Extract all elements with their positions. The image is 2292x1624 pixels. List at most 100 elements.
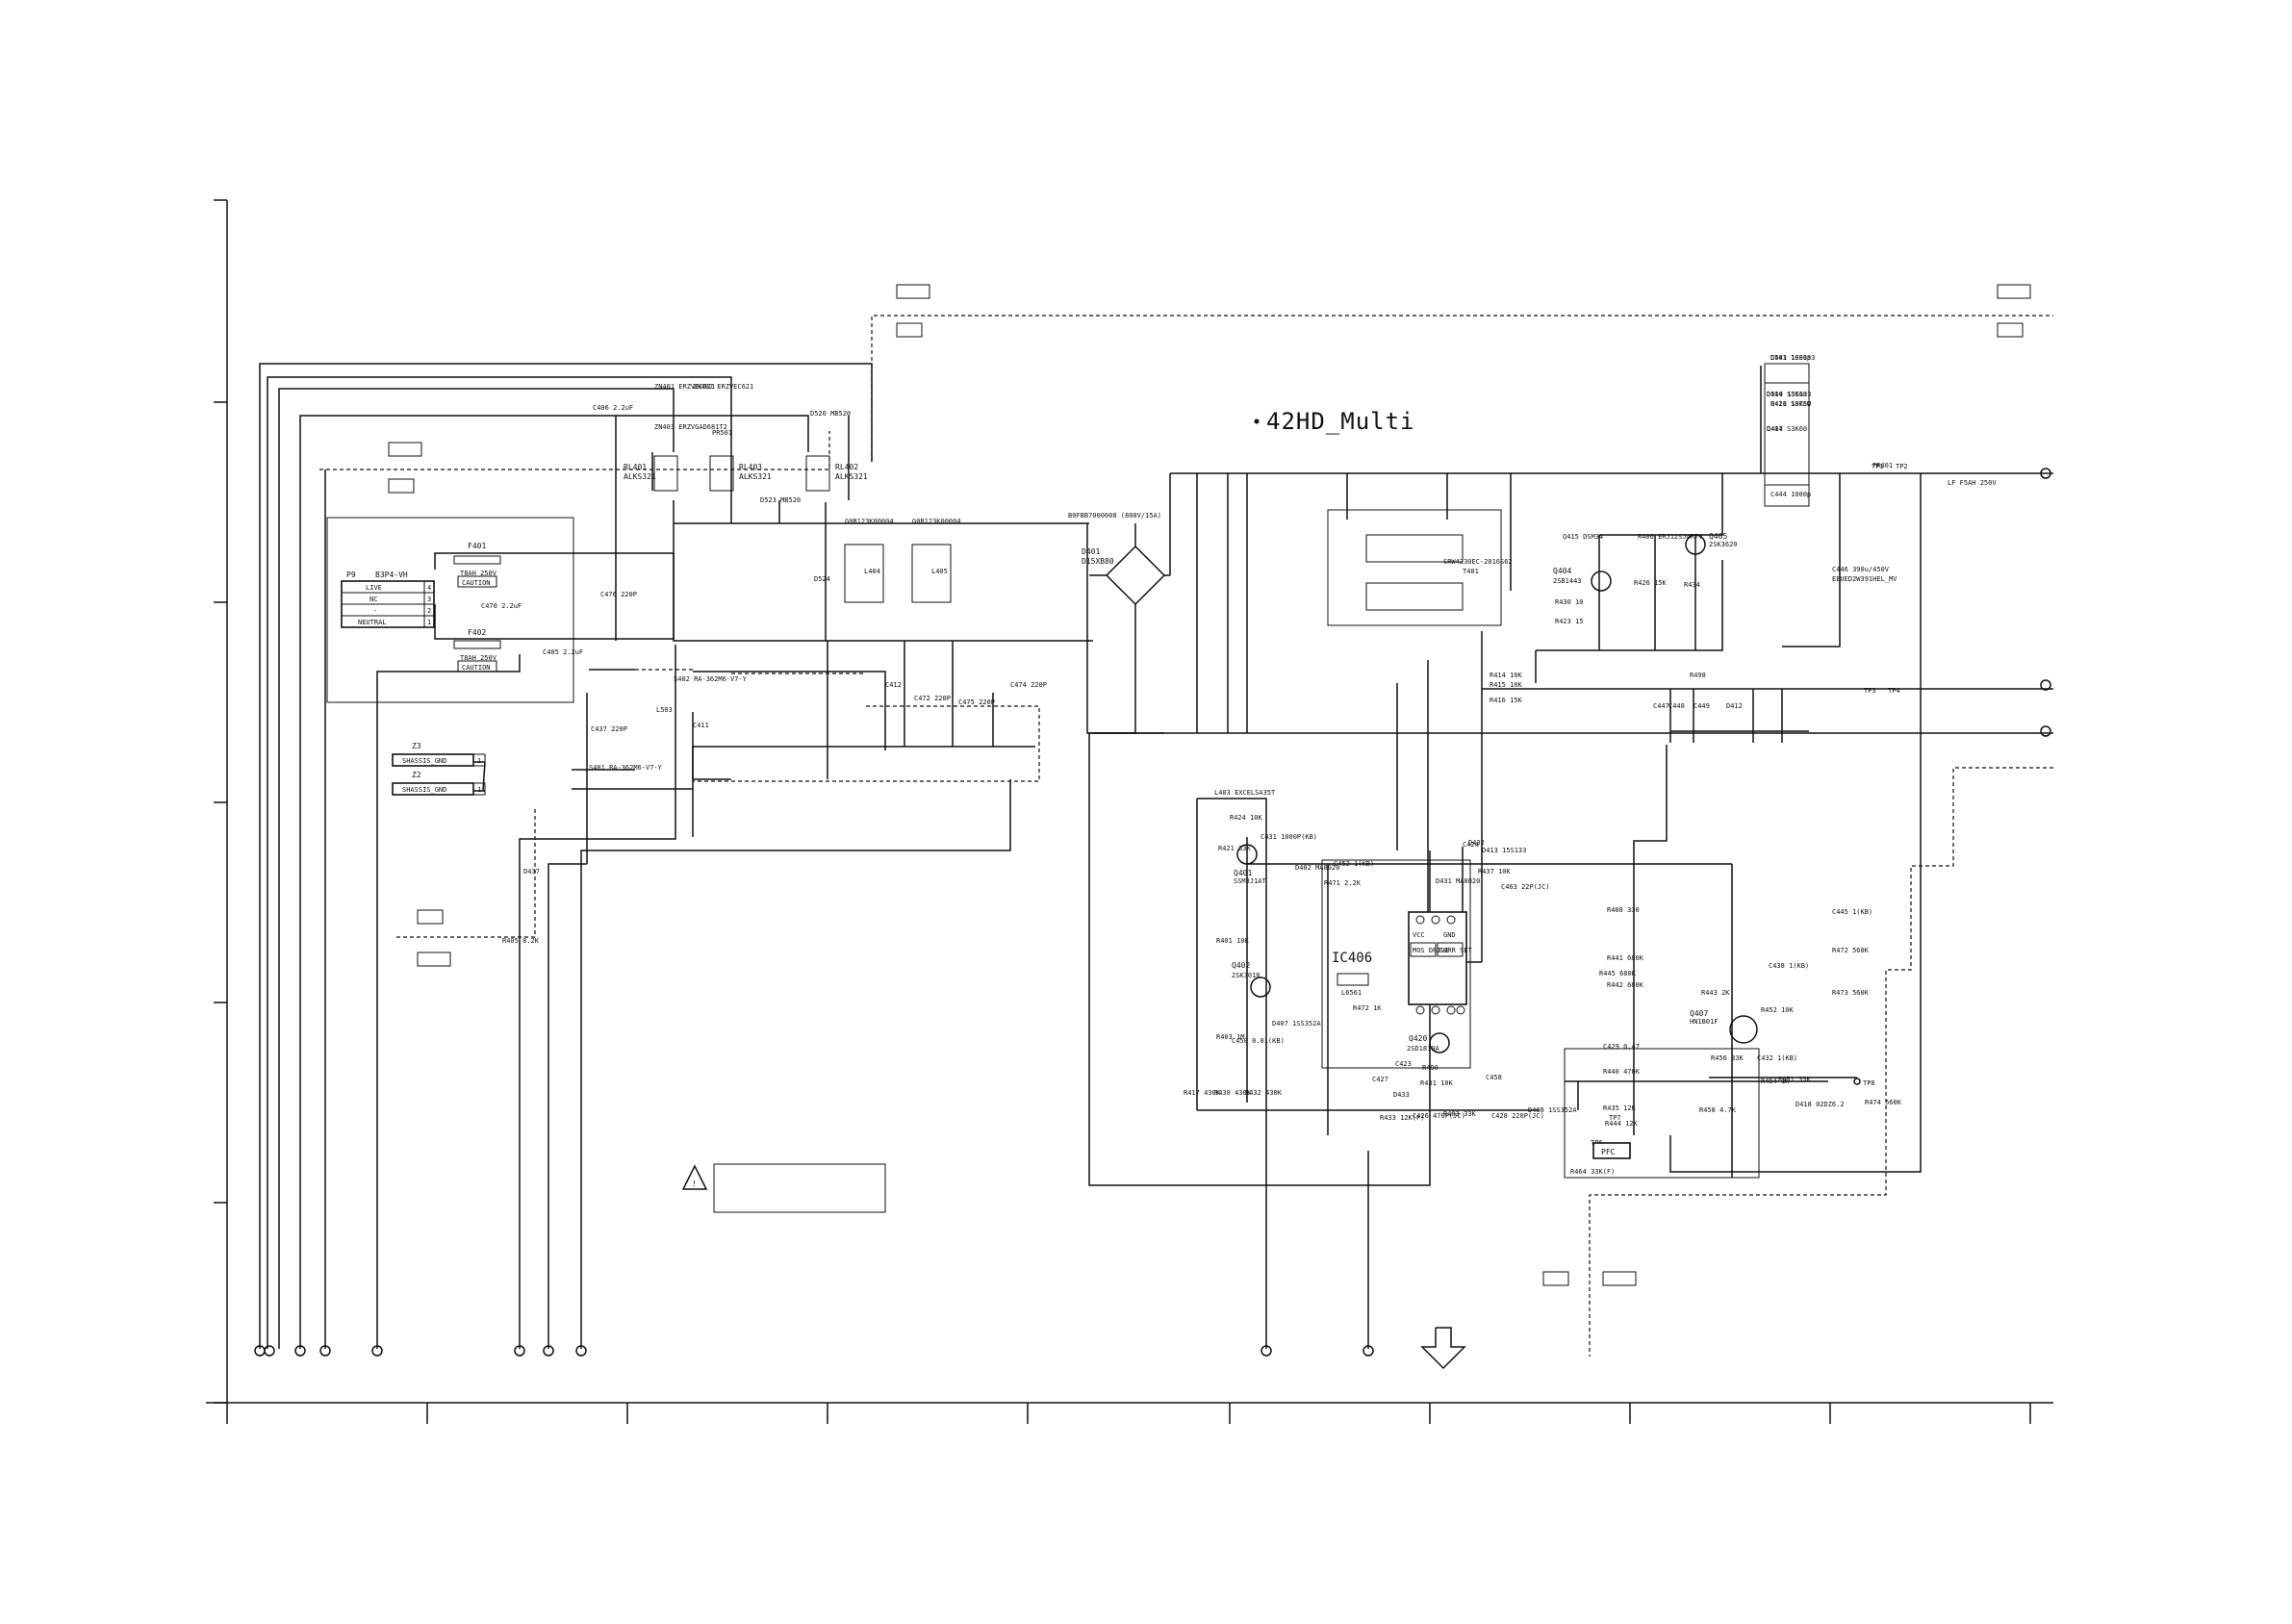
component-label: C431 1000P(KB) <box>1261 833 1317 841</box>
relay-ref: RL401 <box>624 463 647 471</box>
component-label: D437 <box>523 868 540 875</box>
component-label: C428 220P(JC) <box>1491 1112 1544 1120</box>
chassis-pin: 1 <box>477 757 481 765</box>
component-label: C423 <box>1395 1060 1412 1068</box>
component-label: R456 33K <box>1711 1054 1744 1062</box>
transistor-part: SSM3J1AT <box>1234 877 1267 885</box>
left-bus <box>254 363 1374 1357</box>
fuse-rating: T8AH 250V <box>460 654 497 662</box>
sheet-frame <box>206 199 2053 1424</box>
component-label: C412 <box>885 681 902 689</box>
component-label: R442 680K <box>1607 981 1644 989</box>
component-label: R440 470K <box>1603 1068 1641 1076</box>
transistor-ref: Q420 <box>1409 1034 1427 1043</box>
component-label: C450 0.01(KB) <box>1232 1037 1285 1045</box>
chassis-name: SHASSIS_GND <box>402 786 446 794</box>
component-label: C447 <box>1653 702 1669 710</box>
relay-ref: RL402 <box>835 463 858 471</box>
component-label: C463 22P(JC) <box>1501 883 1550 891</box>
chassis-connectors: Z3 SHASSIS_GND 1 Z2 SHASSIS_GND 1 <box>392 742 486 796</box>
component-label: D524 <box>814 575 830 583</box>
test-point: TP4 <box>1888 687 1900 695</box>
component-label: PR501 <box>712 429 732 437</box>
relay-ref: RL403 <box>739 463 762 471</box>
component-label: R433 12K(F) <box>1380 1114 1424 1122</box>
component-label: C404 <box>1767 425 1783 433</box>
component-label: R411 1075W <box>1770 400 1812 408</box>
component-label: C405 2.2uF <box>543 648 583 656</box>
component-label: R441 680K <box>1607 954 1644 962</box>
model-label: 42HD_Multi <box>1266 408 1415 435</box>
warning-note: ! <box>681 1163 886 1213</box>
sheet-ref: LF F5AH 250V <box>1948 479 1997 487</box>
component-label: R406 ERJ12SJ4R7V <box>1638 533 1703 541</box>
transistor-part: 2SK3620 <box>1709 541 1738 548</box>
component-label: C445 1(KB) <box>1832 908 1872 916</box>
line-filters: G0B123K00004 L404 G0B123K00004 L405 <box>844 518 961 603</box>
model-label-group: 42HD_Multi <box>1254 408 1415 435</box>
fuse-rating: T8AH 250V <box>460 570 497 577</box>
component-label: R451 33K <box>1778 1076 1812 1083</box>
component-label: R444 12K <box>1605 1120 1639 1128</box>
filter-part: G0B123K00004 <box>912 518 961 525</box>
component-label: C474 220P <box>1010 681 1047 689</box>
sheet-ref: C446 390u/450V <box>1832 566 1890 573</box>
transistor-part: HN1B01F <box>1690 1018 1719 1026</box>
component-label: L403 EXCELSA35T <box>1214 789 1276 797</box>
component-label: D417 S3K60 <box>1767 425 1807 433</box>
component-label: D433 <box>1393 1091 1410 1099</box>
component-label: C470 2.2uF <box>481 602 522 610</box>
connector-pin-num: 2 <box>427 607 431 615</box>
component-label: ZN403 ERZVGAD681T2 <box>654 423 727 431</box>
component-label: R423 15 <box>1555 618 1584 625</box>
component-label: C406 2.2uF <box>593 404 633 412</box>
test-point: TP8 <box>1863 1079 1875 1087</box>
bridge-note: B0FBB7000008 (800V/15A) <box>1068 512 1161 520</box>
component-label: D408 1SS352A <box>1528 1106 1577 1114</box>
filter-ref: L405 <box>931 568 948 575</box>
component-label: C475 220P <box>958 698 995 706</box>
test-point: TP2 <box>1896 463 1908 470</box>
component-label: R417 430K <box>1184 1089 1221 1097</box>
component-label: R445 680K <box>1599 970 1637 977</box>
component-label: R415 10K <box>1490 681 1523 689</box>
component-label: C452 1(KB) <box>1334 860 1374 868</box>
component-label: D520 MB520 <box>810 410 851 418</box>
connector-pin-name: NEUTRAL <box>358 619 387 626</box>
component-label: R403 1M <box>1216 1033 1245 1041</box>
component-label: C458 <box>1486 1074 1502 1081</box>
connector-pin-num: 1 <box>427 619 431 626</box>
connector-pin-num: 3 <box>427 596 431 603</box>
transformer-ref: T401 <box>1463 568 1479 575</box>
component-label: R414 10K <box>1490 672 1523 679</box>
component-label: C429 0.47 <box>1603 1043 1640 1051</box>
fuse-note: CAUTION <box>462 579 491 587</box>
continue-down-arrow <box>1420 1327 1466 1370</box>
component-label: R430 10 <box>1555 598 1584 606</box>
fuse-ref: F401 <box>468 542 486 550</box>
component-label: D418 02DZ6.2 <box>1795 1101 1845 1108</box>
component-label: S401 RA-362M6-V7-Y <box>589 764 663 772</box>
sheet-ref: PR401 <box>1872 462 1893 469</box>
relays: RL401 ALKS321 RL403 ALKS321 RL402 ALKS32… <box>624 455 868 492</box>
component-label: C438 1(KB) <box>1769 962 1809 970</box>
test-point: TP3 <box>1864 687 1876 695</box>
relay-part: ALKS321 <box>739 472 772 481</box>
test-point: TP1 <box>1872 463 1884 470</box>
component-label: D407 1SS352A <box>1272 1020 1321 1028</box>
filter-ref: L404 <box>864 568 880 575</box>
connector-pin-num: 4 <box>427 584 431 592</box>
component-label: R421 33K <box>1218 845 1252 852</box>
pfc-block: PFC <box>1564 1048 1760 1179</box>
component-label: R430 430K <box>1214 1089 1252 1097</box>
transformer-t401: SRW4230EC-2016S62 T401 <box>1327 509 1513 626</box>
component-label: R471 2.2K <box>1324 879 1362 887</box>
connector-ref: P9 <box>346 571 356 579</box>
transistor-ref: Q401 <box>1234 869 1252 877</box>
filter-part: G0B123K00004 <box>845 518 894 525</box>
input-stage <box>326 376 1164 864</box>
component-label: R454 1K <box>1761 1078 1790 1085</box>
component-label: D402 MA8020 <box>1295 864 1339 872</box>
fuse-note: CAUTION <box>462 664 491 672</box>
